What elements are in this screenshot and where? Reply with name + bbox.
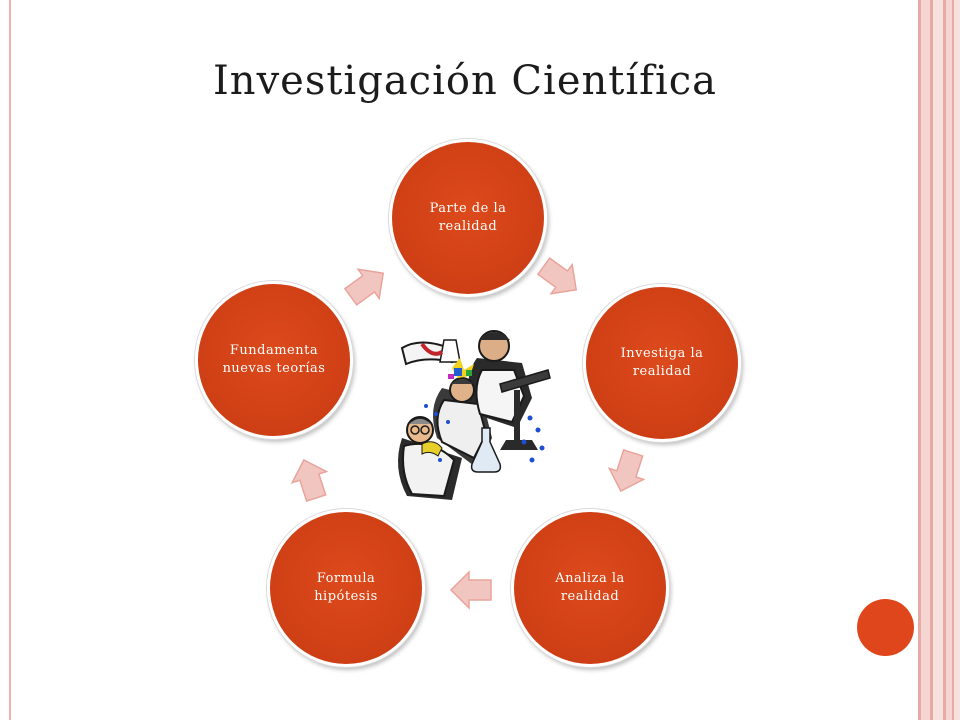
cycle-arrow-icon [449, 570, 492, 610]
right-border-stripe [943, 0, 946, 720]
cycle-step-fundamenta-nuevas-teorias: Fundamenta nuevas teorías [195, 281, 353, 439]
accent-dot [857, 599, 914, 656]
cycle-step-analiza-la-realidad: Analiza la realidad [511, 509, 669, 667]
right-border-stripe [930, 0, 933, 720]
scientists-clipart-icon [398, 330, 551, 500]
cycle-step-formula-hipotesis: Formula hipótesis [267, 509, 425, 667]
cycle-arrow-icon [536, 257, 578, 295]
cycle-arrow-icon [343, 268, 385, 306]
cycle-step-label: Analiza la realidad [555, 571, 625, 604]
right-border-stripe [918, 0, 921, 720]
cycle-step-investiga-la-realidad: Investiga la realidad [583, 284, 741, 442]
cycle-step-label: Investiga la realidad [620, 346, 704, 379]
right-border-stripe [952, 0, 954, 720]
left-border-line [9, 0, 11, 720]
cycle-arrow-icon [607, 448, 646, 493]
cycle-step-label: Parte de la realidad [429, 201, 507, 234]
slide-title: Investigación Científica [213, 58, 717, 104]
right-border-stripe [954, 0, 960, 720]
cycle-step-parte-de-la-realidad: Parte de la realidad [389, 139, 547, 297]
cycle-step-label: Formula hipótesis [314, 571, 378, 604]
right-border-stripe [933, 0, 943, 720]
cycle-step-label: Fundamenta nuevas teorías [222, 343, 326, 376]
right-border-stripe [921, 0, 930, 720]
cycle-arrow-icon [290, 458, 329, 503]
right-border-stripe [946, 0, 952, 720]
